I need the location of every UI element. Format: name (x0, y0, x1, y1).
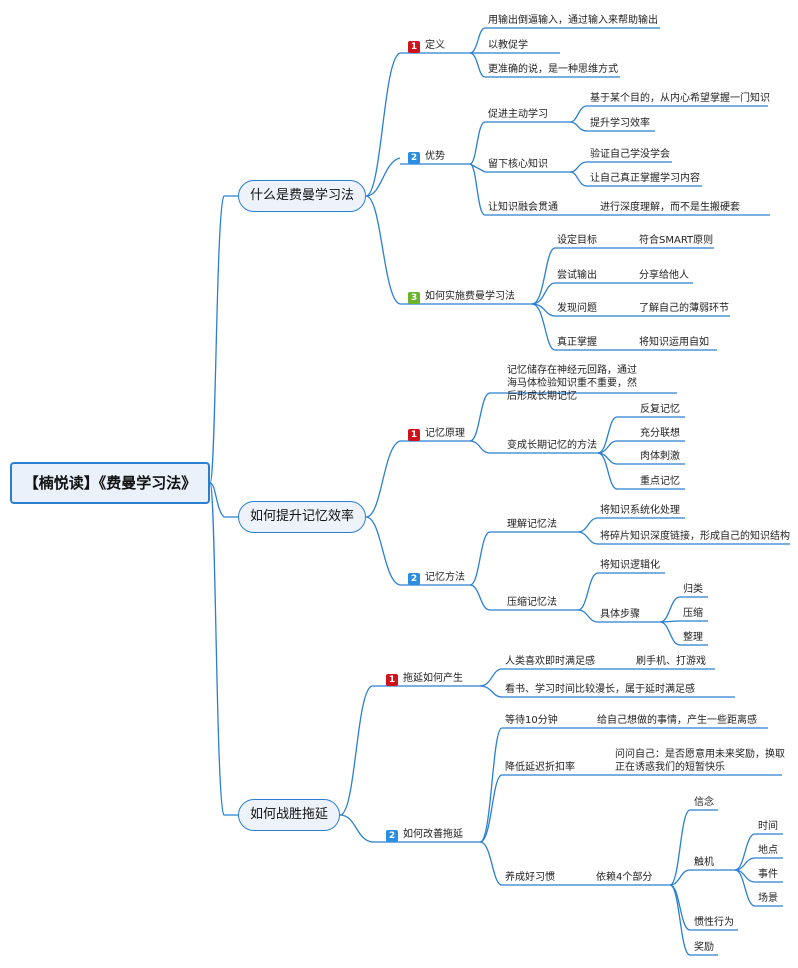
topic-memory-method[interactable]: 2 记忆方法 (408, 571, 465, 585)
method-sub[interactable]: 理解记忆法 (507, 519, 557, 530)
branch-what-is-feynman[interactable]: 什么是费曼学习法 (238, 180, 366, 212)
priority-2-icon: 2 (408, 152, 420, 164)
step-item[interactable]: 将知识运用自如 (639, 337, 709, 348)
improve-sub[interactable]: 降低延迟折扣率 (505, 762, 575, 773)
method-item[interactable]: 将知识逻辑化 (600, 560, 660, 571)
long-term-methods[interactable]: 变成长期记忆的方法 (507, 440, 597, 451)
long-term-item[interactable]: 肉体刺激 (640, 451, 680, 462)
step-item[interactable]: 了解自己的薄弱环节 (639, 303, 729, 314)
branch-beat-procrastination[interactable]: 如何战胜拖延 (238, 799, 340, 831)
priority-1-icon: 1 (408, 429, 420, 441)
topic-definition-label: 定义 (425, 40, 445, 51)
habit-part[interactable]: 信念 (694, 797, 714, 808)
step-item[interactable]: 分享给他人 (639, 270, 689, 281)
advantage-sub[interactable]: 让知识融会贯通 (488, 202, 558, 213)
topic-procrastination-cause[interactable]: 1 拖延如何产生 (386, 672, 463, 686)
method-sub[interactable]: 压缩记忆法 (507, 597, 557, 608)
definition-item[interactable]: 更准确的说，是一种思维方式 (488, 64, 618, 75)
method-step-item[interactable]: 整理 (683, 632, 703, 643)
method-steps[interactable]: 具体步骤 (600, 609, 640, 620)
method-item[interactable]: 将知识系统化处理 (600, 505, 680, 516)
priority-1-icon: 1 (386, 674, 398, 686)
long-term-item[interactable]: 重点记忆 (640, 476, 680, 487)
improve-item[interactable]: 给自己想做的事情，产生一些距离感 (597, 715, 757, 726)
advantage-item[interactable]: 提升学习效率 (590, 118, 650, 129)
cause-sub[interactable]: 刷手机、打游戏 (636, 656, 706, 667)
trigger-item[interactable]: 场景 (758, 893, 778, 904)
method-item[interactable]: 将碎片知识深度链接，形成自己的知识结构 (600, 531, 790, 542)
memory-principle-text[interactable]: 记忆储存在神经元回路，通过海马体检验知识重不重要，然后形成长期记忆 (507, 365, 637, 402)
long-term-item[interactable]: 反复记忆 (640, 404, 680, 415)
priority-2-icon: 2 (408, 573, 420, 585)
habit-part[interactable]: 触机 (694, 857, 714, 868)
topic-advantage-label: 优势 (425, 151, 445, 162)
habit-part[interactable]: 惯性行为 (694, 917, 734, 928)
topic-improve-label: 如何改善拖延 (403, 829, 463, 840)
priority-3-icon: 3 (408, 292, 420, 304)
topic-how-to[interactable]: 3 如何实施费曼学习法 (408, 290, 515, 304)
long-term-item[interactable]: 充分联想 (640, 428, 680, 439)
advantage-item[interactable]: 验证自己学没学会 (590, 149, 670, 160)
topic-memory-method-label: 记忆方法 (425, 572, 465, 583)
branch-memory-efficiency[interactable]: 如何提升记忆效率 (238, 501, 366, 533)
advantage-item[interactable]: 让自己真正掌握学习内容 (590, 173, 700, 184)
topic-memory-principle-label: 记忆原理 (425, 428, 465, 439)
step-label[interactable]: 真正掌握 (557, 337, 597, 348)
definition-item[interactable]: 用输出倒逼输入，通过输入来帮助输出 (488, 15, 658, 26)
root-topic[interactable]: 【楠悦读】《费曼学习法》 (10, 462, 210, 504)
method-step-item[interactable]: 压缩 (683, 608, 703, 619)
habit-part[interactable]: 奖励 (694, 942, 714, 953)
topic-procrastination-cause-label: 拖延如何产生 (403, 673, 463, 684)
topic-advantage[interactable]: 2 优势 (408, 150, 445, 164)
cause-item[interactable]: 看书、学习时间比较漫长，属于延时满足感 (505, 684, 695, 695)
step-label[interactable]: 设定目标 (557, 235, 597, 246)
step-item[interactable]: 符合SMART原则 (639, 235, 714, 246)
priority-2-icon: 2 (386, 830, 398, 842)
step-label[interactable]: 尝试输出 (557, 270, 597, 281)
trigger-item[interactable]: 事件 (758, 869, 778, 880)
definition-item[interactable]: 以教促学 (488, 40, 528, 51)
improve-item[interactable]: 问问自己：是否愿意用未来奖励，换取正在诱惑我们的短暂快乐 (615, 749, 785, 773)
step-label[interactable]: 发现问题 (557, 303, 597, 314)
trigger-item[interactable]: 时间 (758, 821, 778, 832)
topic-definition[interactable]: 1 定义 (408, 39, 445, 53)
method-step-item[interactable]: 归类 (683, 584, 703, 595)
improve-sub[interactable]: 养成好习惯 (505, 872, 555, 883)
topic-how-to-label: 如何实施费曼学习法 (425, 291, 515, 302)
cause-item[interactable]: 人类喜欢即时满足感 (505, 656, 595, 667)
priority-1-icon: 1 (408, 41, 420, 53)
topic-memory-principle[interactable]: 1 记忆原理 (408, 427, 465, 441)
advantage-item[interactable]: 基于某个目的，从内心希望掌握一门知识 (590, 93, 770, 104)
habit-sub[interactable]: 依赖4个部分 (596, 872, 653, 883)
trigger-item[interactable]: 地点 (758, 845, 778, 856)
advantage-sub[interactable]: 留下核心知识 (488, 159, 548, 170)
topic-improve-procrastination[interactable]: 2 如何改善拖延 (386, 828, 463, 842)
advantage-sub[interactable]: 促进主动学习 (488, 109, 548, 120)
advantage-item[interactable]: 进行深度理解，而不是生搬硬套 (600, 202, 740, 213)
improve-sub[interactable]: 等待10分钟 (505, 715, 558, 726)
